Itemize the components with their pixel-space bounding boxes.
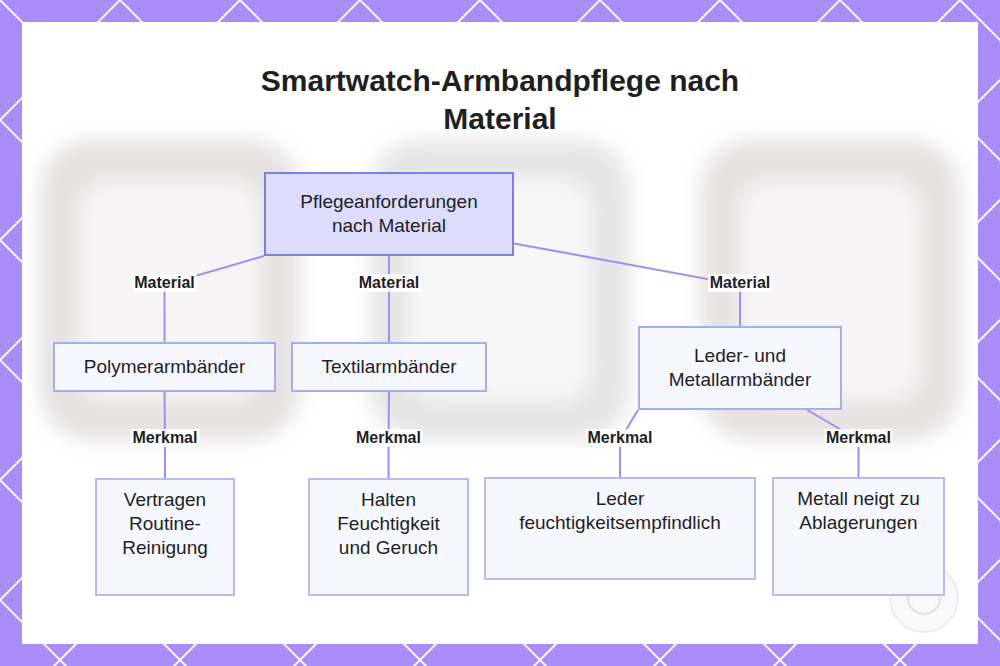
box-text: Leder feuchtigkeitsempfindlich [496, 487, 744, 535]
feature-box: Halten Feuchtigkeit und Geruch [308, 478, 469, 596]
box-text: Halten Feuchtigkeit und Geruch [320, 488, 457, 560]
category-box: Textilarmbänder [291, 342, 487, 392]
box-text: Textilarmbänder [321, 355, 456, 379]
category-box: Leder- und Metallarmbänder [638, 326, 842, 410]
feature-box: Leder feuchtigkeitsempfindlich [484, 477, 756, 580]
box-text: Polymerarmbänder [84, 355, 246, 379]
box-text: Pflegeanforderungen nach Material [280, 190, 498, 238]
connector-line [388, 256, 390, 342]
diagram-title: Smartwatch-Armbandpflege nach Material [200, 62, 800, 138]
box-text: Vertragen Routine-Reinigung [107, 488, 223, 560]
box-text: Metall neigt zu Ablagerungen [784, 487, 933, 535]
edge-label: Merkmal [131, 429, 200, 447]
connector-line [165, 256, 265, 342]
edge-label: Merkmal [586, 429, 655, 447]
feature-box: Metall neigt zu Ablagerungen [772, 477, 945, 596]
category-box: Polymerarmbänder [53, 342, 276, 392]
blurred-watch-photo [40, 140, 960, 440]
edge-label: Merkmal [354, 429, 423, 447]
edge-label: Material [132, 274, 196, 292]
edge-label: Merkmal [824, 429, 893, 447]
edge-label: Material [708, 274, 772, 292]
connector-line [514, 243, 740, 326]
root-box: Pflegeanforderungen nach Material [264, 172, 514, 256]
box-text: Leder- und Metallarmbänder [650, 344, 830, 392]
edge-label: Material [357, 274, 421, 292]
feature-box: Vertragen Routine-Reinigung [95, 478, 235, 596]
